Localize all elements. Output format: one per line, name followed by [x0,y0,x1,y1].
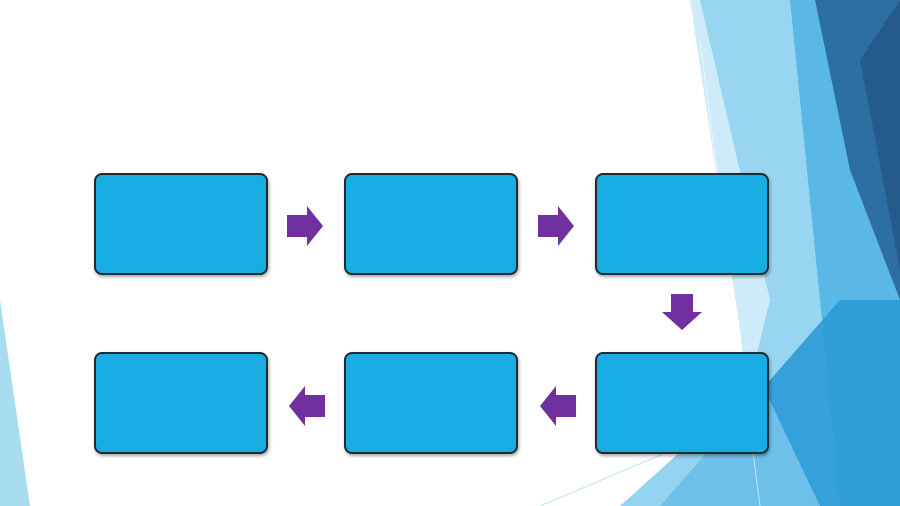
left-edge-facet [0,300,30,506]
step-box-5[interactable] [344,352,518,454]
arrow-right-icon [287,206,323,246]
arrow-left-2 [287,386,327,426]
arrow-down-icon [662,294,702,330]
step-box-4[interactable] [595,352,769,454]
step-box-6[interactable] [94,352,268,454]
arrow-left-1 [538,386,578,426]
step-box-3[interactable] [595,173,769,275]
arrow-right-1 [285,206,325,246]
step-box-2[interactable] [344,173,518,275]
right-facet-deep [860,0,900,270]
arrow-down [662,292,702,332]
arrow-left-icon [289,386,325,426]
step-box-1[interactable] [94,173,268,275]
arrow-right-icon [538,206,574,246]
arrow-left-icon [540,386,576,426]
arrow-right-2 [536,206,576,246]
